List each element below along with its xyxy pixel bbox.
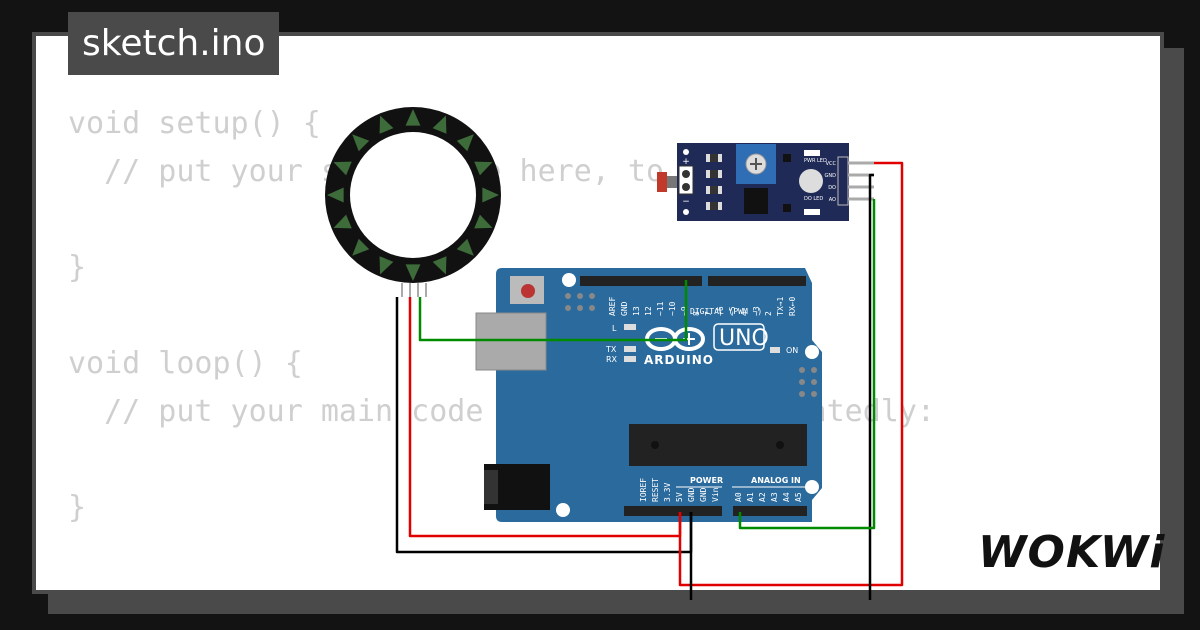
pin-label: ~5 <box>728 306 737 316</box>
wokwi-logo: WOKWi <box>978 527 1166 578</box>
ring-led <box>352 134 370 152</box>
ring-led <box>432 115 447 134</box>
pin-label: 12 <box>644 306 653 316</box>
pin-label: 3.3V <box>663 483 672 502</box>
svg-text:AO: AO <box>829 197 836 203</box>
wire-sensor-vcc <box>678 161 904 587</box>
pin-label: A5 <box>794 492 803 502</box>
pin-label: A3 <box>770 492 779 502</box>
ring-led <box>405 264 421 281</box>
pin-label: IOREF <box>639 478 648 502</box>
rx-led-label: RX <box>606 355 618 364</box>
ring-led <box>333 161 352 176</box>
wire-sensor-ao <box>738 199 876 530</box>
ring-leds <box>327 109 499 281</box>
sensor-pin-labels: VCC GND DO AO <box>825 161 837 203</box>
do-led-label: DO LED <box>804 196 823 202</box>
ring-led <box>482 187 499 203</box>
pin-label: GND <box>620 301 629 316</box>
power-header <box>624 506 722 516</box>
board-model: UNO <box>719 326 769 351</box>
pin-label: ~3 <box>752 306 761 316</box>
pin-label: 2 <box>764 311 773 316</box>
pin-label: 8 <box>692 311 701 316</box>
digital-header-left <box>580 276 702 286</box>
power-label: POWER <box>690 476 723 485</box>
tx-led-label: TX <box>605 345 617 354</box>
ring-led <box>352 238 370 256</box>
analog-label: ANALOG IN <box>751 476 801 485</box>
pin-label: ~6 <box>716 306 725 316</box>
wire-ring-data <box>418 280 688 342</box>
pin-label: 5V <box>675 492 684 502</box>
pin-label: ~10 <box>668 301 677 316</box>
sensor-minus: − <box>682 197 690 207</box>
ring-led <box>379 115 394 134</box>
ring-led <box>456 134 474 152</box>
pin-label: 4 <box>740 311 749 316</box>
wire-sensor-gnd <box>868 173 874 600</box>
pin-label: 7 <box>704 311 713 316</box>
digital-header-right <box>708 276 806 286</box>
svg-text:VCC: VCC <box>826 161 837 167</box>
pin-label: GND <box>687 487 696 502</box>
pwr-led-label: PWR LED <box>804 158 827 164</box>
board-brand: ARDUINO <box>644 353 714 367</box>
icsp-header-right <box>799 367 817 397</box>
pin-label: A2 <box>758 492 767 502</box>
code-line: void loop() { <box>68 346 303 381</box>
pin-label: TX→1 <box>776 297 785 316</box>
ring-led <box>432 256 447 275</box>
sensor-led-pwr <box>799 169 823 193</box>
pin-label: A0 <box>734 492 743 502</box>
pin-label: RX←0 <box>788 297 797 316</box>
ring-pins <box>401 283 427 297</box>
pin-label: A1 <box>746 492 755 502</box>
pin-label: Vin <box>711 487 720 502</box>
pin-label: A4 <box>782 492 791 502</box>
ring-led <box>379 256 394 275</box>
reset-button[interactable] <box>521 284 535 298</box>
code-line: } <box>68 250 87 285</box>
icsp-header-top <box>565 293 595 311</box>
ring-led <box>474 214 493 229</box>
pin-label: RESET <box>651 478 660 502</box>
digital-label: DIGITAL (PWM ~) <box>690 307 762 316</box>
analog-header <box>733 506 807 516</box>
code-line: void setup() { <box>68 106 321 141</box>
svg-text:GND: GND <box>825 173 837 179</box>
wires <box>395 161 904 600</box>
pin-label: 13 <box>632 306 641 316</box>
ring-led <box>456 238 474 256</box>
file-tab[interactable]: sketch.ino <box>68 12 280 75</box>
pin-label: GND <box>699 487 708 502</box>
ring-led <box>327 187 344 203</box>
pin-label: AREF <box>608 297 617 316</box>
pin-label: ~11 <box>656 301 665 316</box>
ring-led <box>405 109 421 126</box>
neopixel-ring[interactable] <box>325 107 501 297</box>
ring-led <box>474 161 493 176</box>
pin-label: ~9 <box>680 306 689 316</box>
usb-port <box>475 312 547 371</box>
svg-text:DO: DO <box>828 185 836 191</box>
on-led-label: ON <box>786 346 798 355</box>
l-led-label: L <box>612 324 617 333</box>
ring-led <box>333 214 352 229</box>
sound-sensor-module[interactable]: + − PWR LED DO LED VCC GND DO AO <box>657 143 874 221</box>
code-line: } <box>68 490 87 525</box>
sensor-microphone <box>657 172 667 192</box>
comparator-chip <box>744 188 768 214</box>
sensor-plus: + <box>682 157 690 167</box>
ring-hole <box>350 132 476 258</box>
